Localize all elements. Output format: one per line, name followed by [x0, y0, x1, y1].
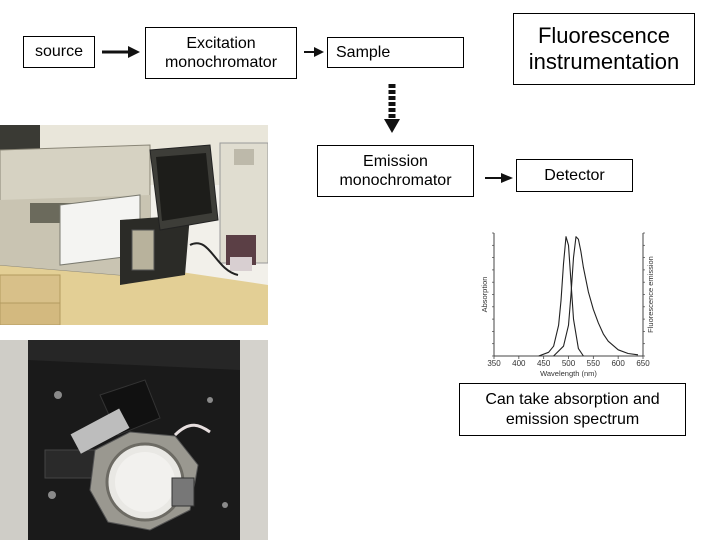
detector-label: Detector — [544, 166, 605, 184]
arrow-sample-to-emission-dotted — [384, 84, 400, 133]
sample-holder-photo — [0, 340, 268, 540]
x-axis-label: Wavelength (nm) — [540, 369, 597, 378]
excitation-line1: Excitation — [186, 34, 256, 52]
detector-box: Detector — [516, 159, 633, 192]
caption-line1: Can take absorption and — [485, 391, 660, 409]
sample-box: Sample — [327, 37, 464, 68]
emission-monochromator-box: Emission monochromator — [317, 145, 474, 197]
x-tick-label: 350 — [487, 359, 501, 368]
source-label: source — [34, 43, 84, 61]
emission-line2: monochromator — [339, 172, 452, 189]
excitation-line2: monochromator — [164, 54, 278, 71]
sample-label: Sample — [336, 43, 391, 61]
emission-curve — [553, 236, 639, 357]
arrow-emission-to-detector — [485, 173, 513, 183]
y-axis-label-left: Absorption — [480, 277, 489, 313]
sample-holder-photo-graphic — [0, 340, 268, 540]
x-tick-label: 400 — [512, 359, 526, 368]
x-tick-label: 450 — [537, 359, 551, 368]
title-box: Fluorescence instrumentation — [513, 13, 695, 85]
fluorimeter-photo-graphic — [0, 125, 268, 325]
emission-line1: Emission — [363, 152, 428, 170]
title-line1: Fluorescence — [537, 22, 671, 48]
source-box: source — [23, 36, 95, 68]
x-tick-label: 600 — [611, 359, 625, 368]
title-line2: instrumentation — [528, 49, 680, 74]
x-tick-label: 550 — [587, 359, 601, 368]
arrow-excitation-to-sample — [304, 47, 324, 57]
caption-line2: emission spectrum — [505, 410, 640, 428]
x-tick-label: 500 — [562, 359, 576, 368]
y-axis-label-right: Fluorescence emission — [646, 256, 655, 333]
fluorimeter-photo — [0, 125, 268, 325]
excitation-monochromator-box: Excitation monochromator — [145, 27, 297, 79]
arrow-source-to-excitation — [102, 46, 140, 58]
absorption-curve — [538, 236, 584, 357]
x-tick-label: 650 — [636, 359, 650, 368]
caption-box: Can take absorption and emission spectru… — [459, 383, 686, 436]
